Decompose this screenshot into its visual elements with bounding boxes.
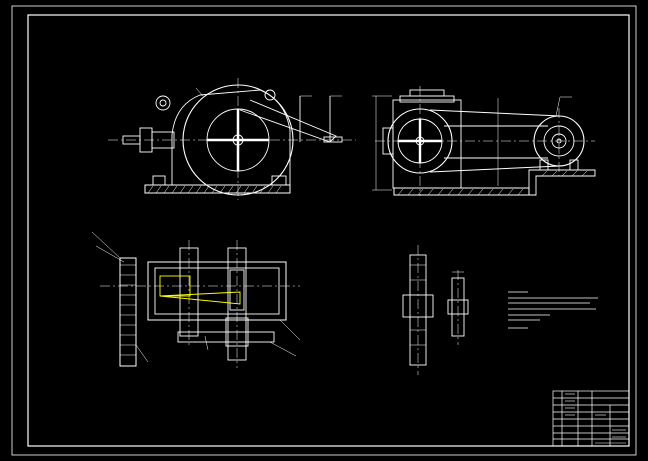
- detail-gear-b: [447, 270, 469, 345]
- plan-section-view: [91, 231, 301, 368]
- inner-border: [27, 14, 630, 447]
- title-block: [552, 390, 630, 447]
- front-view: [108, 78, 356, 200]
- technical-notes: [508, 291, 598, 329]
- detail-gear-a: [402, 245, 434, 375]
- outer-border: [11, 5, 637, 456]
- side-view: [372, 86, 596, 196]
